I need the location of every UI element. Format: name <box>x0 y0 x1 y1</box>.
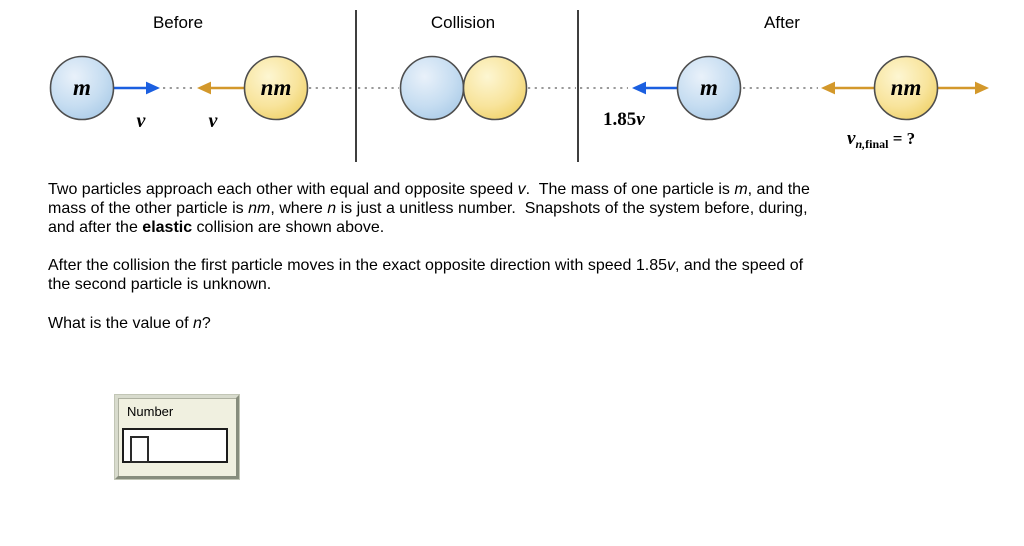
problem-paragraph-1: Two particles approach each other with e… <box>48 180 810 237</box>
after-particle-nm-label: nm <box>891 75 922 100</box>
after-arrow-right-amber <box>938 81 989 95</box>
collision-title: Collision <box>431 13 495 32</box>
after-arrow-left-blue <box>632 81 677 95</box>
before-particle-m-label: m <box>73 75 91 100</box>
after-speed-label: 1.85v <box>603 109 645 130</box>
problem-paragraph-2: After the collision the first particle m… <box>48 256 803 294</box>
paragraph-line: mass of the other particle is nm, where … <box>48 200 808 217</box>
collision-particle-nm <box>462 55 528 121</box>
answer-panel-label: Number <box>127 404 174 419</box>
after-vfinal-label: vn,final = ? <box>847 128 915 151</box>
before-particle-m <box>49 55 115 121</box>
collision-particle-m <box>399 55 465 121</box>
answer-input[interactable] <box>122 428 228 463</box>
paragraph-line: the second particle is unknown. <box>48 276 272 293</box>
paragraph-line: What is the value of n? <box>48 315 211 332</box>
after-arrow-left-amber <box>821 81 874 95</box>
paragraph-line: Two particles approach each other with e… <box>48 181 810 198</box>
after-particle-m-label: m <box>700 75 718 100</box>
paragraph-line: After the collision the first particle m… <box>48 257 804 274</box>
after-particle-m <box>676 55 742 121</box>
collision-diagram: Before Collision After m nm v v 1.85v m <box>49 10 989 162</box>
before-particle-nm-label: nm <box>261 75 292 100</box>
after-particle-nm <box>873 55 939 121</box>
after-title: After <box>764 13 800 32</box>
before-speed-v1-label: v <box>137 110 147 132</box>
question-text: What is the value of n? <box>48 314 211 333</box>
before-particle-nm <box>243 55 309 121</box>
before-arrow-left-amber <box>197 81 244 95</box>
before-arrow-right-blue <box>113 81 160 95</box>
before-title: Before <box>153 13 203 32</box>
before-speed-v2-label: v <box>209 110 219 132</box>
paragraph-line: and after the elastic collision are show… <box>48 219 385 236</box>
answer-panel: Number <box>115 395 239 479</box>
